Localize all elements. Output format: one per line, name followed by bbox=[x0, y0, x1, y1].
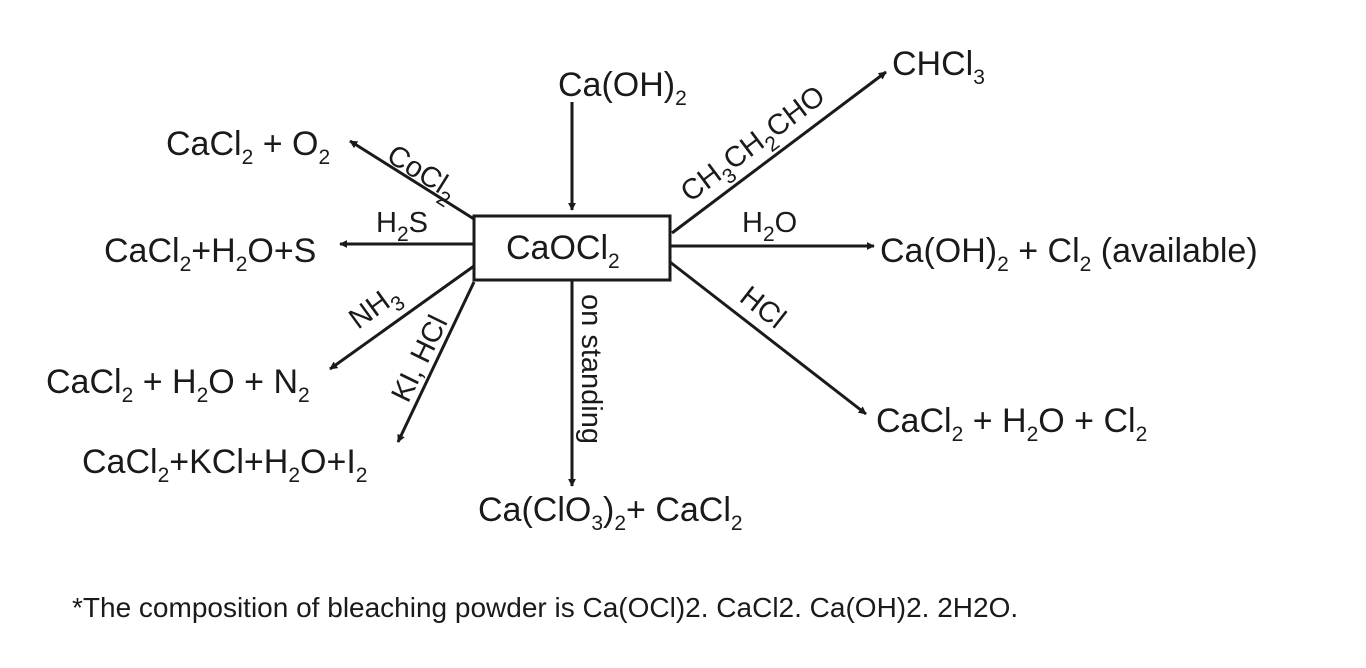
water-reagent-label: H2O bbox=[742, 207, 797, 246]
on-standing-condition-label: on standing bbox=[575, 294, 607, 444]
top-reagent-label: Ca(OH)2 bbox=[558, 66, 687, 110]
chlorate-product-label: Ca(ClO3)2+ CaCl2 bbox=[478, 491, 743, 535]
hcl-reagent-label: HCl bbox=[734, 280, 792, 335]
arrow-to-nitrogen-product bbox=[329, 264, 475, 371]
arrow-to-iodine-product bbox=[396, 281, 476, 443]
oxygen-product-label: CaCl2 + O2 bbox=[166, 125, 330, 169]
center-compound-box bbox=[472, 214, 672, 282]
arrow-to-hcl-product bbox=[669, 260, 867, 416]
available-chlorine-product-label: Ca(OH)2 + Cl2 (available) bbox=[880, 232, 1258, 276]
arrow-to-oxygen-product bbox=[349, 139, 475, 221]
nitrogen-product-label: CaCl2 + H2O + N2 bbox=[46, 363, 310, 407]
cobalt-chloride-reagent-label: CoCl2 bbox=[378, 139, 463, 212]
iodine-product-label: CaCl2+KCl+H2O+I2 bbox=[82, 443, 367, 487]
arrow-to-chloroform bbox=[671, 70, 887, 235]
propanal-reagent-label: CH3CH2CHO bbox=[675, 80, 836, 214]
potassium-iodide-hcl-reagent-label: KI, HCl bbox=[386, 310, 455, 407]
hcl-product-label: CaCl2 + H2O + Cl2 bbox=[876, 402, 1147, 446]
composition-footnote: *The composition of bleaching powder is … bbox=[72, 592, 1018, 623]
hydrogen-sulfide-reagent-label: H2S bbox=[376, 207, 428, 246]
ammonia-reagent-label: NH3 bbox=[343, 278, 409, 341]
chloroform-label: CHCl3 bbox=[892, 45, 985, 89]
center-compound-label: CaOCl2 bbox=[506, 229, 620, 273]
sulfur-product-label: CaCl2+H2O+S bbox=[104, 232, 316, 276]
